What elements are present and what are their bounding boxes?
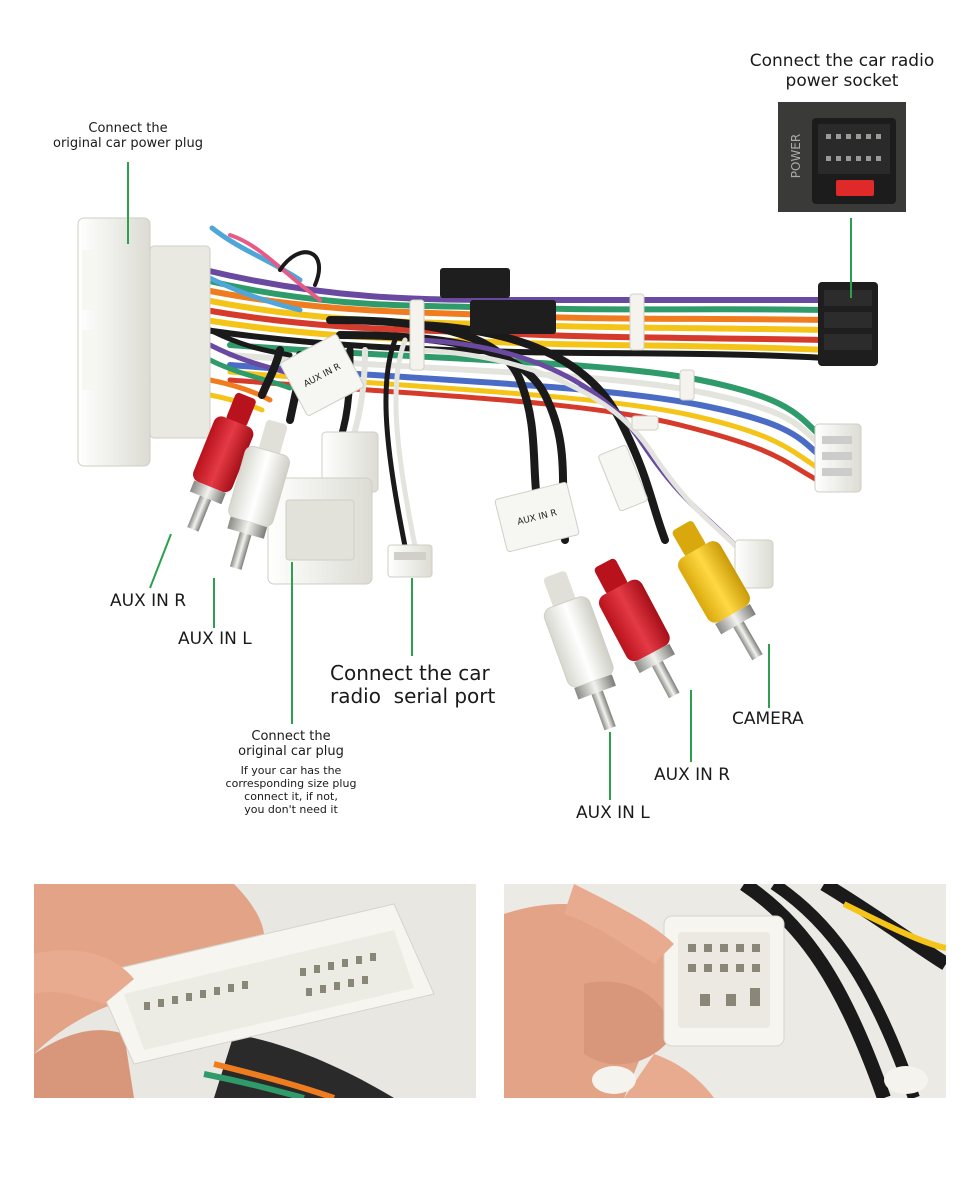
label-camera: CAMERA <box>732 709 804 729</box>
label-aux-in-l-left: AUX IN L <box>178 629 252 649</box>
label-aux-in-r-left: AUX IN R <box>110 591 187 611</box>
rca-plug-white-right <box>543 571 616 731</box>
label-serial-port: Connect the car radio serial port <box>330 662 495 708</box>
rca-plug-white-left <box>227 419 291 570</box>
photo-left-illustration <box>34 884 476 1098</box>
label-line: Connect the <box>251 729 331 744</box>
label-aux-in-r-right: AUX IN R <box>654 765 731 785</box>
cable-ties <box>409 293 695 431</box>
label-original-car-plug: Connect the original car plug If your ca… <box>198 729 384 817</box>
wire-tags: AUX IN R AUX IN R <box>280 334 648 553</box>
note-line: connect it, if not, <box>244 790 338 804</box>
original-car-plug <box>267 431 379 585</box>
leader-lines <box>127 162 852 800</box>
rca-plug-red-left <box>187 392 256 532</box>
note-line: If your car has the <box>240 763 342 777</box>
label-line: Connect the <box>88 121 168 136</box>
label-line: original car plug <box>238 743 344 759</box>
original-car-power-plug <box>77 217 211 467</box>
label-aux-in-l-right: AUX IN L <box>576 803 650 823</box>
leader-aux-r-left <box>149 533 172 589</box>
rca-plug-yellow-camera <box>672 521 763 661</box>
small-black-connectors <box>440 268 556 334</box>
right-white-connectors <box>734 423 862 589</box>
label-line: Connect the car radio <box>749 51 935 71</box>
note-line: you don't need it <box>244 803 338 817</box>
rca-plug-red-right <box>594 558 680 699</box>
white-connector-photo-right <box>663 915 785 1047</box>
socket-power-text: POWER <box>789 134 803 178</box>
white-connector-photo <box>93 903 435 1065</box>
photo-left-connector <box>34 884 476 1098</box>
label-line: radio serial port <box>330 684 496 708</box>
label-original-car-plug-note: If your car has the corresponding size p… <box>198 764 384 817</box>
photo-right-connector <box>504 884 946 1098</box>
car-radio-power-connector <box>818 282 878 366</box>
serial-port-plug <box>387 544 433 578</box>
photo-right-illustration <box>504 884 946 1098</box>
label-line: Connect the car <box>330 661 490 685</box>
label-line: power socket <box>785 70 899 91</box>
label-line: original car power plug <box>53 135 203 151</box>
power-socket-inset: POWER <box>778 102 906 212</box>
label-power-socket: Connect the car radio power socket <box>732 51 952 91</box>
label-original-power-plug: Connect the original car power plug <box>28 121 228 152</box>
note-line: corresponding size plug <box>225 777 357 791</box>
